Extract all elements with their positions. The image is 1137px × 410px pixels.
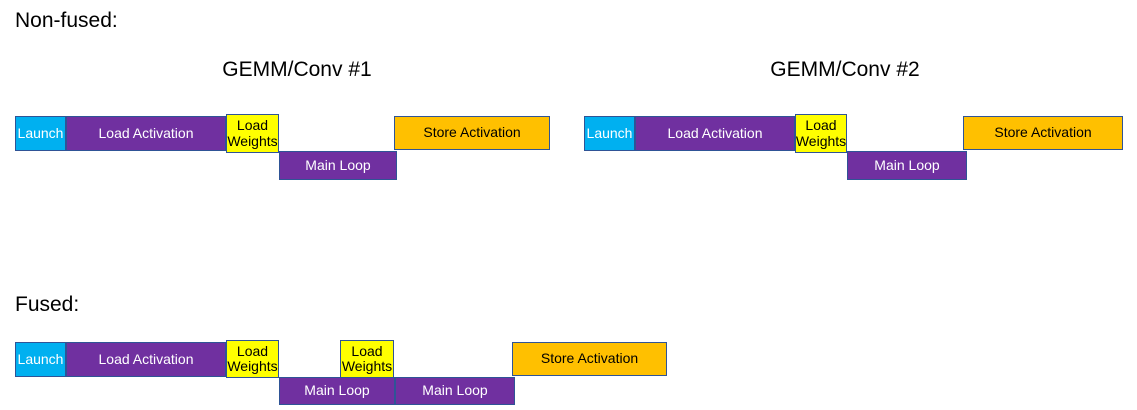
gemm-conv-2-title: GEMM/Conv #2 <box>770 58 920 81</box>
nonfused-gemm1-load-weights-box: Load Weights <box>226 114 279 153</box>
nonfused-gemm2-store-activation-box: Store Activation <box>963 116 1123 150</box>
nonfused-gemm2-load-activation-box: Load Activation <box>635 116 795 151</box>
nonfused-gemm2-launch-box: Launch <box>584 116 635 151</box>
fused-section-title: Fused: <box>15 293 80 316</box>
nonfused-gemm1-main-loop-box: Main Loop <box>279 151 397 180</box>
fused-main-loop-1-box: Main Loop <box>279 377 395 405</box>
fused-main-loop-2-box: Main Loop <box>395 377 515 405</box>
nonfused-gemm1-load-activation-box: Load Activation <box>66 116 226 151</box>
fused-launch-box: Launch <box>15 342 66 377</box>
fused-load-weights-1-box: Load Weights <box>226 340 279 378</box>
fused-load-activation-box: Load Activation <box>66 342 226 377</box>
fused-load-weights-2-box: Load Weights <box>340 340 394 378</box>
gemm-conv-1-title: GEMM/Conv #1 <box>222 58 372 81</box>
nonfused-gemm1-launch-box: Launch <box>15 116 66 151</box>
fused-store-activation-box: Store Activation <box>512 342 667 376</box>
nonfused-gemm1-store-activation-box: Store Activation <box>394 116 550 150</box>
nonfused-gemm2-load-weights-box: Load Weights <box>795 114 847 153</box>
non-fused-section-title: Non-fused: <box>15 9 118 32</box>
nonfused-gemm2-main-loop-box: Main Loop <box>847 151 967 180</box>
